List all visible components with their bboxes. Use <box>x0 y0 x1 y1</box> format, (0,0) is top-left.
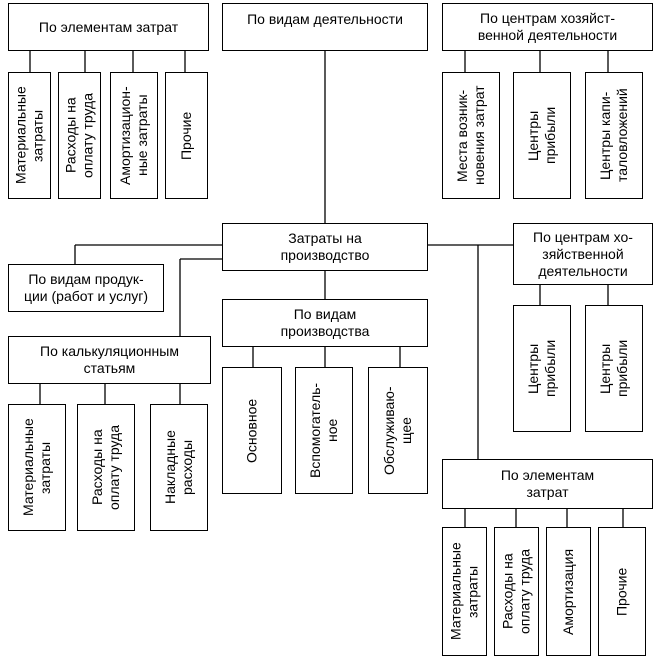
bottom-right-item-labor: Расходы на оплату труда <box>494 527 539 656</box>
top-left-item-labor: Расходы на оплату труда <box>58 72 101 199</box>
left-calc-item-overhead: Накладные расходы <box>150 404 208 531</box>
bottom-right-item-other: Прочие <box>598 527 646 656</box>
right-centers-item-profit-2: Центры прибыли <box>585 305 643 432</box>
left-calc-item-labor: Расходы на оплату труда <box>77 404 135 531</box>
top-left-item-material: Материальные затраты <box>8 72 51 199</box>
middle-prod-item-service: Обслуживаю- щее <box>368 367 428 494</box>
top-middle-title-box: По видам деятельности <box>222 3 428 51</box>
left-calc-title-box: По калькуляционным статьям <box>8 336 211 384</box>
middle-prod-title-box: По видам производства <box>222 299 428 347</box>
middle-prod-item-auxiliary: Вспомогатель- ное <box>295 367 353 494</box>
right-centers-title-box: По центрам хо- зяйственной деятельности <box>513 223 653 285</box>
bottom-right-item-depreciation: Амортизация <box>546 527 591 656</box>
bottom-right-item-material: Материальные затраты <box>442 527 487 656</box>
top-right-item-investment-centers: Центры капи- таловложений <box>585 72 643 199</box>
middle-prod-item-main: Основное <box>222 367 282 494</box>
top-left-item-other: Прочие <box>165 72 208 199</box>
left-calc-item-material: Материальные затраты <box>8 404 66 531</box>
top-left-title-box: По элементам затрат <box>8 3 209 51</box>
top-right-title-box: По центрам хозяйст- венной деятельности <box>442 3 653 51</box>
top-left-item-depreciation: Амортизацион- ные затраты <box>110 72 158 199</box>
bottom-right-title-box: По элементам затрат <box>442 459 653 509</box>
center-box: Затраты на производство <box>222 223 428 271</box>
top-right-item-profit-centers: Центры прибыли <box>513 72 571 199</box>
left-products-box: По видам продук- ции (работ и услуг) <box>8 264 164 312</box>
right-centers-item-profit-1: Центры прибыли <box>513 305 571 432</box>
top-right-item-cost-centers: Места возник- новения затрат <box>442 72 500 199</box>
